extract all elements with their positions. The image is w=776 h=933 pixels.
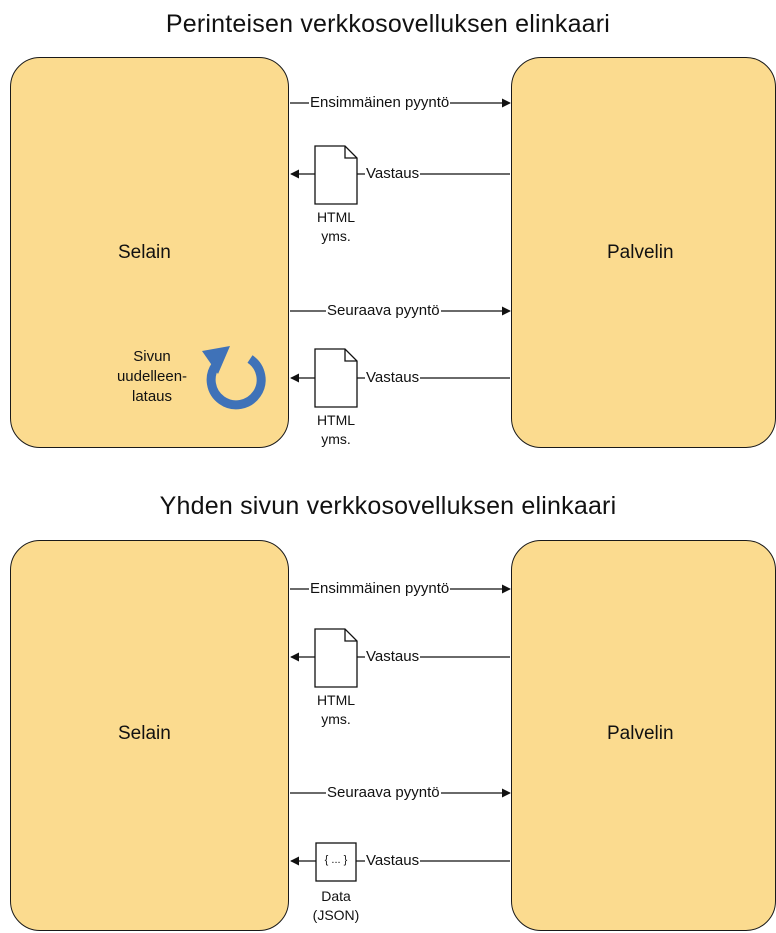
payload-label: HTML yms.	[316, 692, 356, 727]
refresh-icon	[202, 346, 266, 410]
reload-label: Sivun uudelleen- lataus	[116, 348, 188, 405]
edge-label-response: Vastaus	[365, 165, 421, 182]
browser-label: Selain	[118, 723, 171, 744]
document-icon	[314, 145, 358, 205]
browser-box: Selain	[10, 540, 289, 931]
edge-label-next-request: Seuraava pyyntö	[326, 302, 441, 319]
edge-label-first-request: Ensimmäinen pyyntö	[309, 94, 451, 111]
edge-label-response: Vastaus	[365, 648, 421, 665]
edge-label-response: Vastaus	[365, 369, 421, 386]
document-icon	[314, 348, 358, 408]
edge-label-response: Vastaus	[365, 852, 421, 869]
payload-label: Data (JSON)	[312, 888, 360, 923]
json-document-icon	[315, 842, 357, 882]
diagram-title: Perinteisen verkkosovelluksen elinkaari	[165, 10, 611, 38]
server-box: Palvelin	[511, 540, 776, 931]
browser-label: Selain	[118, 242, 171, 263]
diagram-title: Yhden sivun verkkosovelluksen elinkaari	[159, 492, 617, 520]
document-icon	[314, 628, 358, 688]
server-label: Palvelin	[607, 723, 674, 744]
edge-label-next-request: Seuraava pyyntö	[326, 784, 441, 801]
server-label: Palvelin	[607, 242, 674, 263]
browser-box: Selain	[10, 57, 289, 448]
payload-label: HTML yms.	[316, 412, 356, 447]
edge-label-first-request: Ensimmäinen pyyntö	[309, 580, 451, 597]
json-icon-text: { ... }	[324, 854, 348, 866]
payload-label: HTML yms.	[316, 209, 356, 244]
